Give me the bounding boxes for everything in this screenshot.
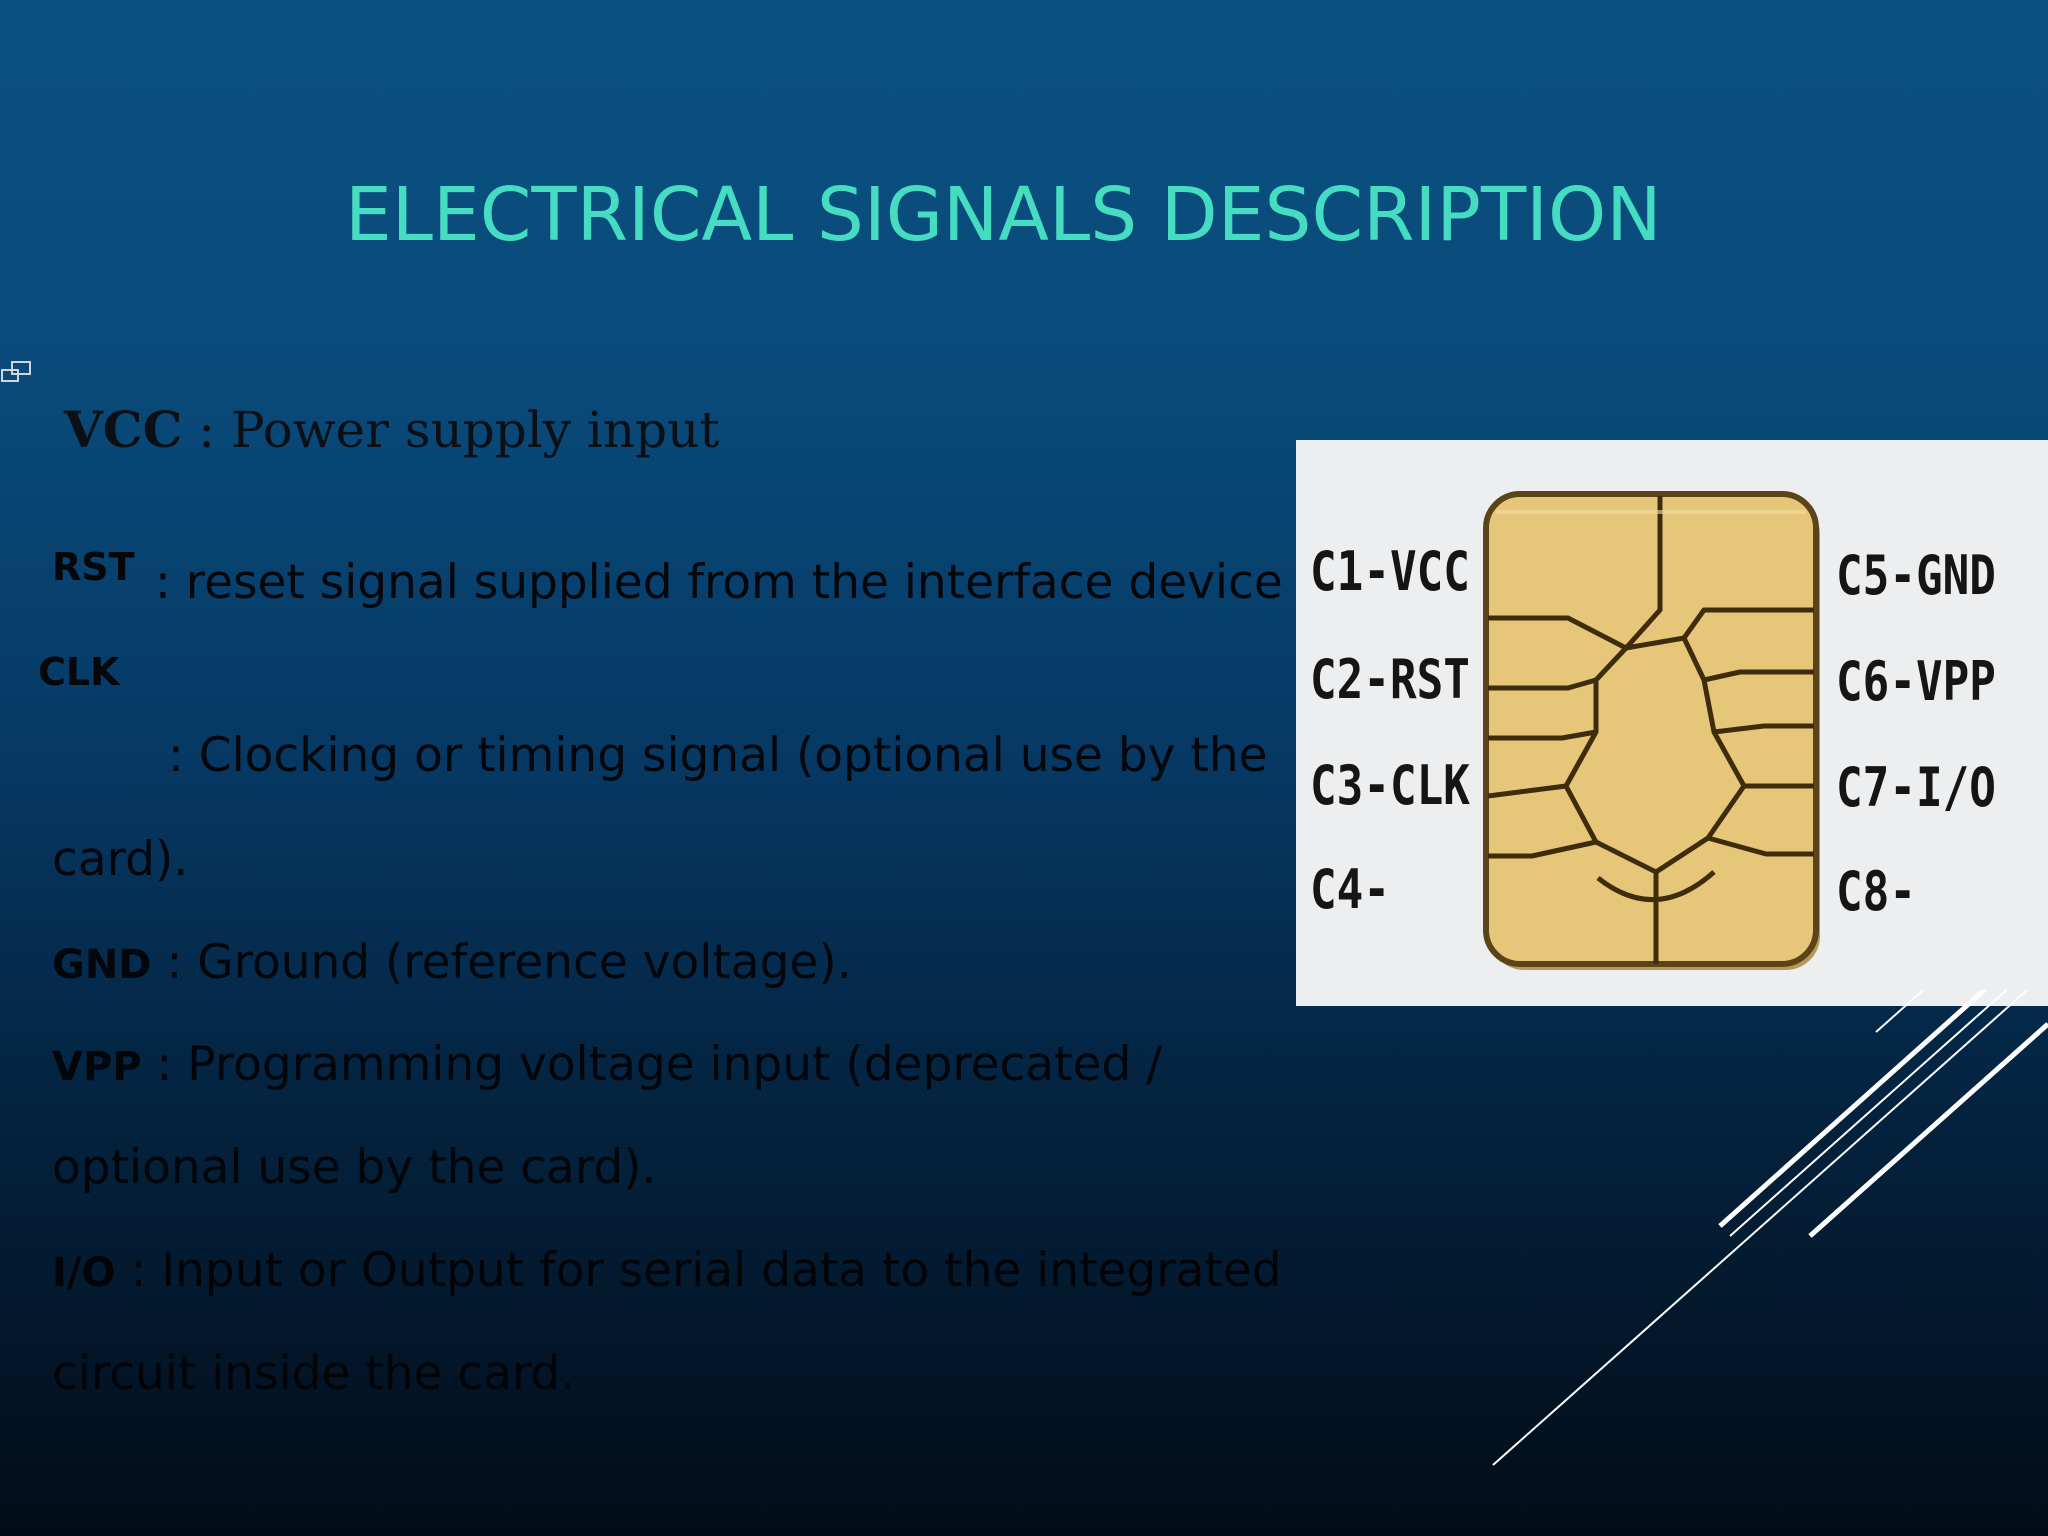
pin-label-left-2: C2-RST: [1310, 648, 1470, 711]
vcc-label: VCC: [64, 400, 183, 459]
io-description-continued: circuit inside the card.: [52, 1346, 576, 1401]
rst-label: RST: [52, 545, 135, 589]
gnd-description: : Ground (reference voltage).: [151, 935, 852, 990]
clk-description-continued: card).: [52, 832, 189, 887]
vpp-signal-line: VPP : Programming voltage input (depreca…: [52, 1037, 1162, 1092]
vcc-description: : Power supply input: [182, 401, 720, 459]
io-signal-line: I/O : Input or Output for serial data to…: [52, 1243, 1282, 1298]
pin-label-left-3: C3-CLK: [1310, 754, 1470, 817]
vpp-description-continued: optional use by the card).: [52, 1140, 657, 1195]
rst-description: : reset signal supplied from the interfa…: [155, 555, 1283, 610]
gnd-label: GND: [52, 942, 152, 988]
vcc-signal-line: VCC : Power supply input: [64, 400, 719, 459]
chip-contact-icon: [1483, 491, 1820, 970]
vpp-label: VPP: [52, 1044, 142, 1090]
object-anchor-icon[interactable]: [0, 360, 34, 384]
clk-label: CLK: [38, 650, 120, 694]
pin-label-left-4: C4-: [1310, 858, 1390, 921]
io-label: I/O: [52, 1250, 116, 1296]
pin-label-right-4: C8-: [1836, 860, 1916, 923]
pin-label-left-1: C1-VCC: [1310, 540, 1470, 603]
smart-card-chip-image: C1-VCC C2-RST C3-CLK C4- C5-GND C6-VPP C…: [1296, 440, 2048, 1006]
vpp-description: : Programming voltage input (deprecated …: [141, 1037, 1163, 1092]
io-description: : Input or Output for serial data to the…: [115, 1243, 1282, 1298]
pin-label-right-3: C7-I/O: [1836, 756, 1996, 819]
gnd-signal-line: GND : Ground (reference voltage).: [52, 935, 852, 990]
pin-label-right-1: C5-GND: [1836, 544, 1996, 607]
pin-label-right-2: C6-VPP: [1836, 650, 1996, 713]
clk-description: : Clocking or timing signal (optional us…: [168, 728, 1268, 783]
decorative-diagonal-lines: [1492, 990, 2048, 1466]
slide-title: ELECTRICAL SIGNALS DESCRIPTION: [345, 172, 1662, 258]
